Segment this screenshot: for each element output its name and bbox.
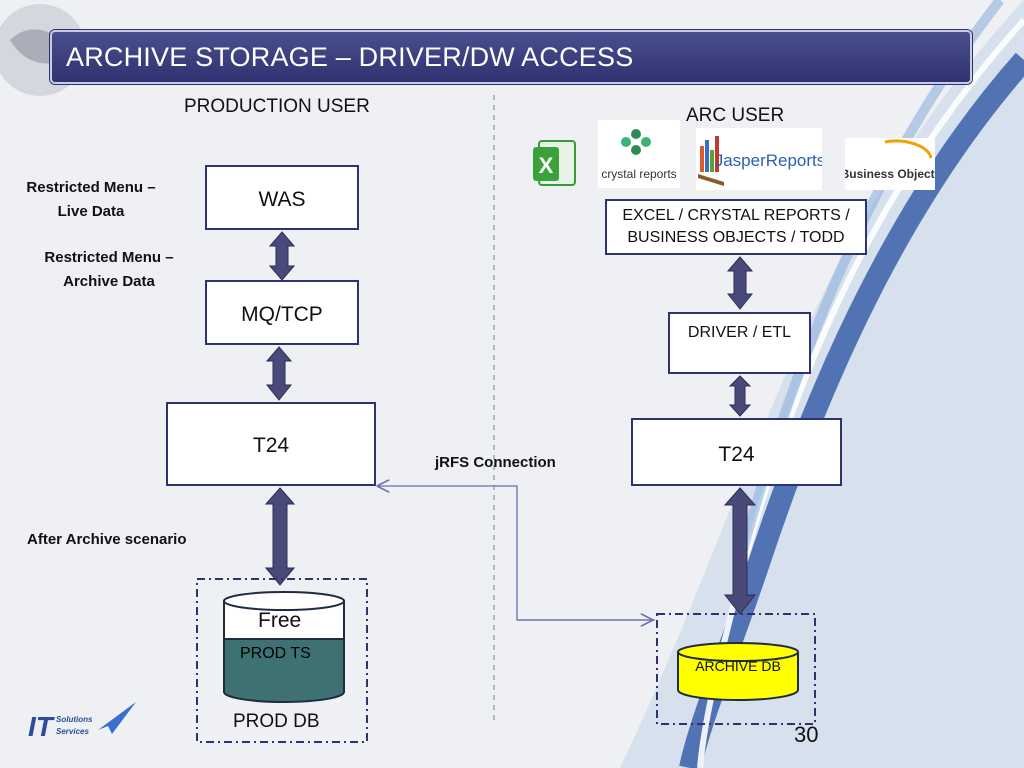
archive-db-cylinder — [677, 642, 799, 701]
page-number: 30 — [794, 722, 819, 747]
note-live-data: Restricted Menu – Live Data — [26, 179, 156, 220]
svg-text:X: X — [539, 153, 554, 178]
tools-label: EXCEL / CRYSTAL REPORTS / BUSINESS OBJEC… — [622, 207, 850, 246]
driver-etl-label: DRIVER / ETL — [687, 324, 792, 341]
t24-left-label: T24 — [252, 434, 290, 457]
free-label: Free — [258, 609, 302, 632]
jasper-reports-logo: JasperReports — [696, 128, 825, 190]
prod-db-container — [196, 578, 368, 743]
tools-box: EXCEL / CRYSTAL REPORTS / BUSINESS OBJEC… — [605, 199, 867, 255]
t24-right-label: T24 — [718, 443, 755, 466]
slide-title: ARCHIVE STORAGE – DRIVER/DW ACCESS — [66, 42, 634, 72]
t24-left-box: T24 — [166, 402, 376, 486]
was-label: WAS — [258, 188, 306, 211]
was-box: WAS — [205, 165, 359, 230]
arrow-driver-t24 — [728, 375, 752, 417]
arrow-tools-driver — [726, 256, 754, 310]
production-user-heading: PRODUCTION USER — [184, 96, 370, 117]
prod-ts-label: PROD TS — [240, 645, 311, 662]
driver-etl-box: DRIVER / ETL — [668, 312, 811, 374]
arrow-mq-t24 — [265, 346, 293, 401]
note-archive-data: Restricted Menu – Archive Data — [44, 249, 174, 290]
prod-db-cylinder — [223, 591, 345, 703]
archive-db-container — [656, 613, 816, 725]
svg-text:IT: IT — [28, 711, 56, 742]
mq-tcp-box: MQ/TCP — [205, 280, 359, 345]
title-bar: ARCHIVE STORAGE – DRIVER/DW ACCESS — [50, 30, 972, 84]
excel-logo: X — [531, 137, 577, 189]
note-after-archive: After Archive scenario — [27, 531, 187, 548]
svg-text:Solutions: Solutions — [56, 715, 93, 724]
business-objects-logo: Business Objects — [841, 138, 942, 190]
t24-right-box: T24 — [631, 418, 842, 486]
arrow-t24-proddb — [264, 487, 296, 586]
prod-db-label: PROD DB — [233, 711, 320, 732]
arrow-was-mq — [268, 231, 296, 281]
it-solutions-logo: IT Solutions Services — [28, 700, 138, 744]
arrow-t24-archive — [723, 487, 757, 615]
arc-user-heading: ARC USER — [686, 105, 785, 126]
svg-text:crystal reports: crystal reports — [601, 167, 676, 181]
svg-text:Business Objects: Business Objects — [845, 167, 935, 181]
crystal-reports-logo: crystal reports — [598, 120, 680, 188]
svg-text:JasperReports: JasperReports — [715, 151, 822, 170]
jrfs-connection-label: jRFS Connection — [435, 454, 556, 471]
archive-db-label: ARCHIVE DB — [695, 658, 781, 674]
svg-text:Services: Services — [56, 727, 89, 736]
mq-tcp-label: MQ/TCP — [241, 303, 323, 326]
jrfs-connector — [378, 486, 655, 621]
